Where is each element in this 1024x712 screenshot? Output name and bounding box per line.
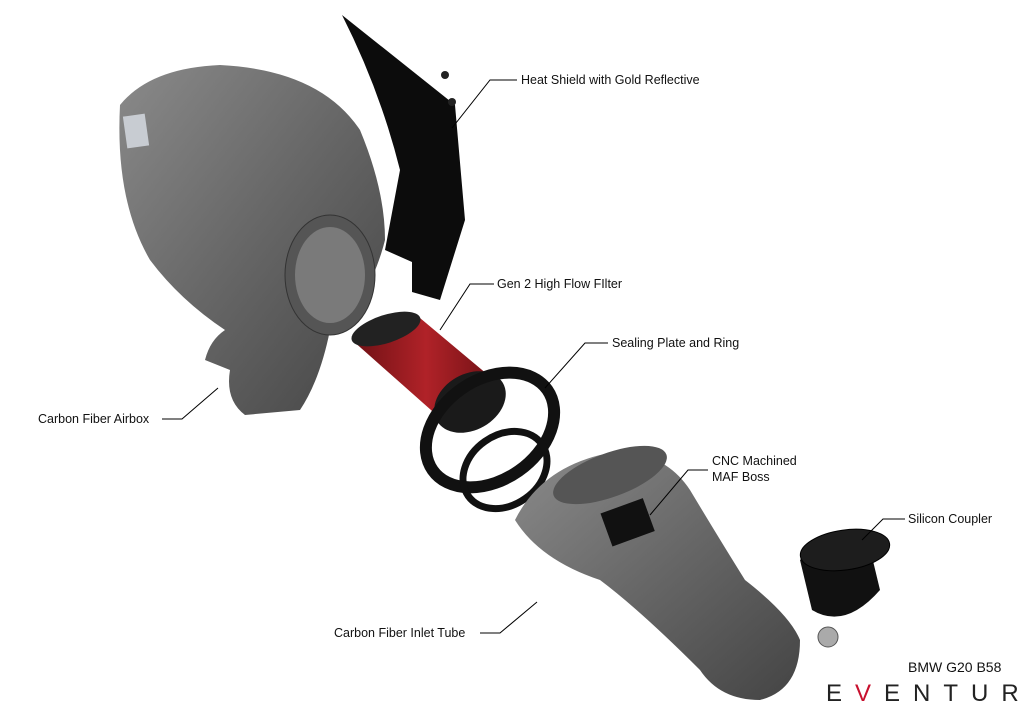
label-heat-shield: Heat Shield with Gold Reflective (521, 73, 700, 87)
leader-lines (162, 79, 905, 634)
carbon-fiber-inlet-tube (515, 445, 839, 700)
heat-shield (342, 15, 465, 300)
eventuri-logo: EVENTURI (826, 680, 1024, 707)
label-sealing-plate: Sealing Plate and Ring (612, 336, 740, 350)
carbon-fiber-airbox (119, 65, 385, 415)
label-inlet-tube: Carbon Fiber Inlet Tube (334, 626, 466, 640)
model-name: BMW G20 B58 (908, 659, 1002, 675)
label-filter: Gen 2 High Flow FIlter (497, 277, 623, 291)
sealing-plate-and-ring (419, 366, 561, 513)
label-cnc-line1: CNC Machined (712, 454, 797, 468)
label-airbox: Carbon Fiber Airbox (38, 412, 150, 426)
label-coupler: Silicon Coupler (908, 512, 993, 526)
silicon-coupler (799, 528, 891, 617)
label-cnc-line2: MAF Boss (712, 470, 770, 484)
